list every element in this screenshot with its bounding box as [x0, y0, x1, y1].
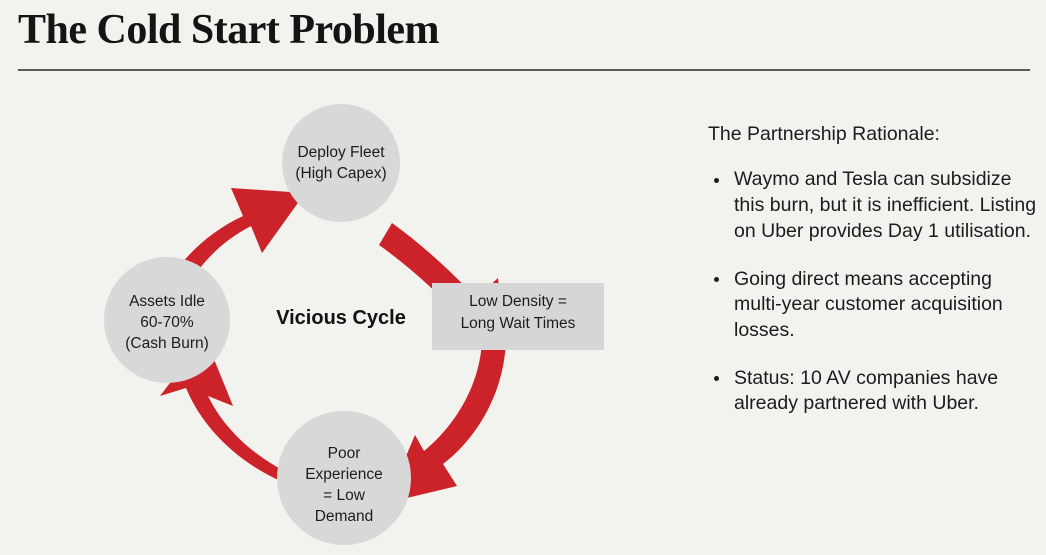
title-divider	[18, 69, 1030, 71]
bullet-dot-icon	[714, 376, 719, 382]
list-item: Going direct means accepting multi-year …	[708, 267, 1038, 344]
node-assets-idle-line-1: 60-70%	[140, 314, 194, 331]
vicious-cycle-diagram: Low Density = Long Wait Times Deploy Fle…	[0, 80, 660, 555]
arrow-assets-to-deploy	[151, 188, 305, 327]
rationale-bullet-list: Waymo and Tesla can subsidize this burn,…	[708, 167, 1038, 417]
list-item-text: Status: 10 AV companies have already par…	[734, 366, 999, 415]
node-low-density-line-0: Low Density =	[469, 293, 567, 310]
node-assets-idle-line-0: Assets Idle	[129, 293, 205, 310]
node-deploy-fleet[interactable]: Deploy Fleet (High Capex)	[282, 104, 400, 222]
node-low-density[interactable]: Low Density = Long Wait Times	[432, 283, 604, 350]
node-deploy-fleet-line-1: (High Capex)	[295, 165, 386, 182]
node-poor-experience-line-0: Poor	[328, 445, 361, 462]
list-item: Status: 10 AV companies have already par…	[708, 366, 1038, 417]
node-low-density-line-1: Long Wait Times	[461, 315, 576, 332]
cycle-center-label: Vicious Cycle	[276, 307, 406, 329]
node-poor-experience-line-2: = Low	[323, 487, 366, 504]
list-item-text: Going direct means accepting multi-year …	[734, 267, 1003, 342]
arrow-density-to-poor	[386, 336, 506, 503]
bullet-dot-icon	[714, 177, 719, 183]
node-poor-experience[interactable]: Poor Experience = Low Demand	[277, 411, 411, 545]
node-assets-idle[interactable]: Assets Idle 60-70% (Cash Burn)	[104, 257, 230, 383]
list-item-text: Waymo and Tesla can subsidize this burn,…	[734, 168, 1037, 242]
rationale-heading: The Partnership Rationale:	[708, 123, 940, 145]
node-deploy-fleet-line-0: Deploy Fleet	[297, 144, 385, 161]
node-poor-experience-line-1: Experience	[305, 466, 383, 483]
node-poor-experience-line-3: Demand	[315, 508, 374, 525]
page-title: The Cold Start Problem	[18, 7, 440, 53]
partnership-rationale-panel: The Partnership Rationale: Waymo and Tes…	[708, 122, 1038, 417]
list-item: Waymo and Tesla can subsidize this burn,…	[708, 167, 1038, 244]
node-assets-idle-line-2: (Cash Burn)	[125, 335, 209, 352]
bullet-dot-icon	[714, 277, 719, 283]
